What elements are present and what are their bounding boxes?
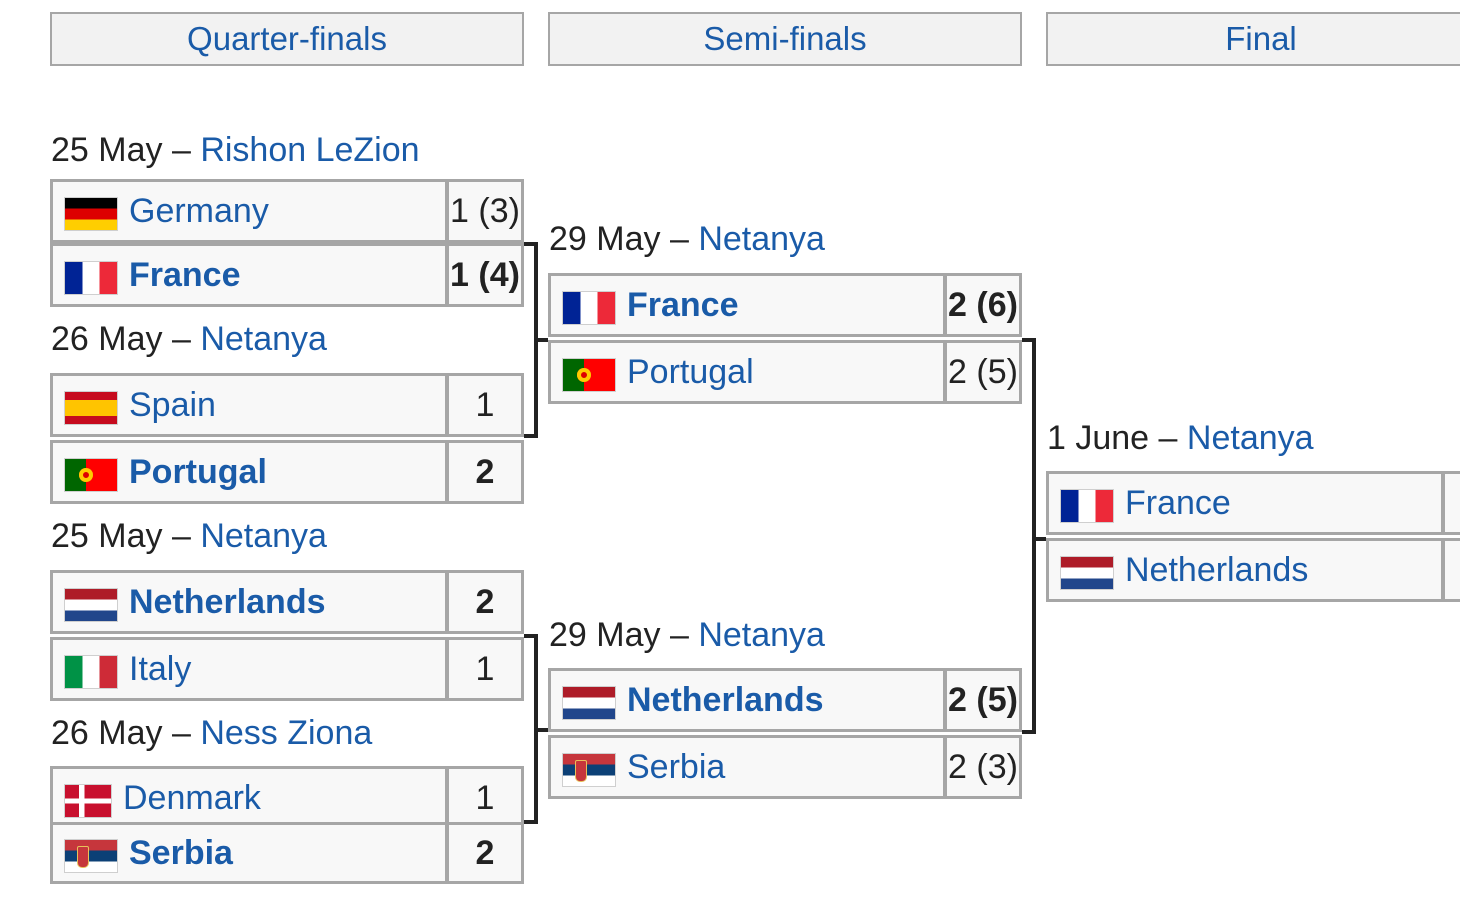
- team-score: 1 (4): [446, 243, 524, 307]
- team-link[interactable]: Netherlands: [627, 681, 824, 719]
- team-row: Serbia: [50, 822, 448, 884]
- flag-france-icon: [563, 292, 615, 324]
- team-score: 2 (3): [944, 735, 1022, 799]
- team-row: Portugal: [50, 440, 448, 504]
- venue-link[interactable]: Netanya: [698, 616, 825, 654]
- match-date-venue: 29 May – Netanya: [549, 220, 825, 258]
- team-row: Portugal: [548, 340, 946, 404]
- flag-spain-icon: [65, 392, 117, 424]
- team-link[interactable]: Germany: [129, 192, 269, 230]
- match-date: 26 May: [51, 320, 163, 358]
- team-link[interactable]: Italy: [129, 650, 192, 688]
- team-row: France: [548, 273, 946, 337]
- team-row: Germany: [50, 179, 448, 243]
- flag-portugal-icon: [563, 359, 615, 391]
- team-row: Spain: [50, 373, 448, 437]
- team-row: France: [50, 243, 448, 307]
- bracket-connector: [524, 434, 538, 438]
- bracket-connector: [524, 820, 538, 824]
- bracket-connector: [1032, 338, 1036, 734]
- header-semi-finals: Semi-finals: [548, 12, 1022, 66]
- team-score: [1442, 471, 1460, 535]
- date-separator: –: [660, 220, 699, 258]
- team-row: Italy: [50, 637, 448, 701]
- team-link[interactable]: Netherlands: [1125, 551, 1309, 589]
- date-separator: –: [162, 320, 201, 358]
- venue-link[interactable]: Ness Ziona: [200, 714, 373, 752]
- team-link[interactable]: France: [1125, 484, 1231, 522]
- date-separator: –: [162, 517, 201, 555]
- venue-link[interactable]: Netanya: [200, 320, 327, 358]
- bracket-connector: [524, 242, 538, 246]
- match-date: 25 May: [51, 517, 163, 555]
- bracket-connector: [534, 338, 548, 342]
- team-link[interactable]: Denmark: [123, 779, 261, 817]
- team-score: 1: [446, 637, 524, 701]
- team-row: Netherlands: [548, 668, 946, 732]
- team-score: [1442, 538, 1460, 602]
- date-separator: –: [1149, 419, 1187, 457]
- team-link[interactable]: France: [627, 286, 739, 324]
- flag-denmark-icon: [65, 785, 111, 817]
- bracket-connector: [534, 728, 548, 732]
- date-separator: –: [660, 616, 699, 654]
- team-row: Netherlands: [50, 570, 448, 634]
- header-final: Final: [1046, 12, 1460, 66]
- flag-germany-icon: [65, 198, 117, 230]
- match-date: 26 May: [51, 714, 163, 752]
- team-link[interactable]: Netherlands: [129, 583, 326, 621]
- match-date-venue: 26 May – Ness Ziona: [51, 714, 372, 752]
- team-score: 1: [446, 766, 524, 830]
- venue-link[interactable]: Netanya: [200, 517, 327, 555]
- match-date-venue: 26 May – Netanya: [51, 320, 327, 358]
- team-score: 2 (5): [944, 340, 1022, 404]
- flag-netherlands-icon: [1061, 557, 1113, 589]
- team-score: 1: [446, 373, 524, 437]
- bracket-connector: [1032, 537, 1046, 541]
- match-date-venue: 25 May – Netanya: [51, 517, 327, 555]
- venue-link[interactable]: Netanya: [698, 220, 825, 258]
- flag-netherlands-icon: [65, 589, 117, 621]
- bracket-connector: [1022, 730, 1036, 734]
- bracket-connector: [524, 634, 538, 638]
- header-quarter-finals: Quarter-finals: [50, 12, 524, 66]
- team-link[interactable]: Serbia: [129, 834, 233, 872]
- flag-france-icon: [65, 262, 117, 294]
- match-date-venue: 1 June – Netanya: [1047, 419, 1314, 457]
- team-score: 2: [446, 570, 524, 634]
- flag-netherlands-icon: [563, 687, 615, 719]
- match-date-venue: 25 May – Rishon LeZion: [51, 131, 420, 169]
- match-date: 29 May: [549, 220, 661, 258]
- flag-france-icon: [1061, 490, 1113, 522]
- team-link[interactable]: Serbia: [627, 748, 726, 786]
- flag-serbia-icon: [563, 754, 615, 786]
- team-link[interactable]: Portugal: [627, 353, 754, 391]
- team-link[interactable]: Portugal: [129, 453, 267, 491]
- team-row: Netherlands: [1046, 538, 1444, 602]
- venue-link[interactable]: Rishon LeZion: [200, 131, 420, 169]
- team-row: Denmark: [50, 766, 448, 830]
- team-score: 1 (3): [446, 179, 524, 243]
- team-link[interactable]: Spain: [129, 386, 216, 424]
- bracket-connector: [1022, 338, 1036, 342]
- team-row: Serbia: [548, 735, 946, 799]
- team-link[interactable]: France: [129, 256, 241, 294]
- team-score: 2 (5): [944, 668, 1022, 732]
- flag-serbia-icon: [65, 840, 117, 872]
- date-separator: –: [162, 131, 201, 169]
- team-score: 2: [446, 440, 524, 504]
- date-separator: –: [162, 714, 201, 752]
- venue-link[interactable]: Netanya: [1186, 419, 1314, 457]
- match-date: 29 May: [549, 616, 661, 654]
- team-score: 2 (6): [944, 273, 1022, 337]
- match-date: 25 May: [51, 131, 163, 169]
- flag-portugal-icon: [65, 459, 117, 491]
- match-date: 1 June: [1047, 419, 1150, 457]
- team-score: 2: [446, 822, 524, 884]
- flag-italy-icon: [65, 656, 117, 688]
- match-date-venue: 29 May – Netanya: [549, 616, 825, 654]
- team-row: France: [1046, 471, 1444, 535]
